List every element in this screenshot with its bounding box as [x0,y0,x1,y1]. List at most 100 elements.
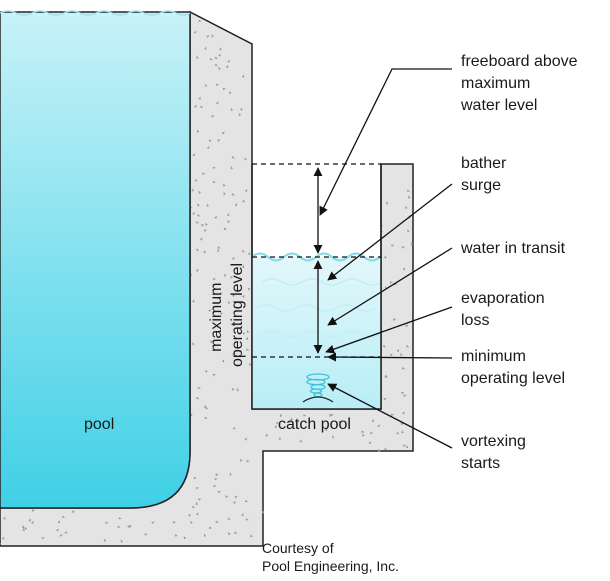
level-lines [252,163,381,358]
concrete-speckle [172,521,177,524]
concrete-speckle [151,521,155,525]
concrete-speckle [402,411,405,415]
concrete-speckle [330,413,334,417]
credit-text: Courtesy of Pool Engineering, Inc. [262,540,399,574]
concrete-speckle [245,336,249,340]
concrete-speckle [338,420,342,423]
concrete-speckle [242,199,245,203]
concrete-speckle [241,512,244,517]
concrete-speckle [403,394,407,397]
concrete-speckle [240,107,244,111]
concrete-speckle [202,172,206,175]
concrete-speckle [212,278,217,281]
concrete-speckle [196,396,200,400]
concrete-speckle [238,112,241,116]
concrete-speckle [216,248,220,252]
concrete-speckle [401,366,406,370]
concrete-speckle [361,433,365,437]
concrete-speckle [230,107,233,111]
concrete-speckle [197,387,201,390]
concrete-speckle [370,431,374,435]
concrete-speckle [227,532,231,536]
concrete-speckle [242,249,245,253]
concrete-speckle [205,406,208,410]
concrete-speckle [199,238,203,241]
concrete-speckle [209,340,213,344]
freeboard-label: freeboard above maximum water level [460,53,582,114]
concrete-speckle [230,323,234,326]
vortexing-leader [327,383,453,449]
concrete-speckle [195,248,200,251]
concrete-speckle [212,180,216,184]
concrete-speckle [401,246,406,249]
catch-pool-label: catch pool [278,416,351,433]
concrete-speckle [118,517,122,520]
concrete-speckle [189,520,193,524]
concrete-speckle [105,521,109,524]
concrete-speckle [229,472,232,476]
concrete-speckle [227,59,231,63]
water-in-transit-label: water in transit [460,240,566,257]
concrete-speckle [22,527,26,531]
concrete-speckle [183,536,187,540]
concrete-speckle [241,74,245,78]
concrete-speckle [217,246,221,249]
concrete-speckle [203,533,207,537]
concrete-speckle [212,484,217,488]
concrete-speckle [214,216,218,219]
pool-surface-ripple [0,10,191,16]
concrete-speckle [299,439,303,443]
concrete-speckle [402,444,406,448]
freeboard-leader [319,68,452,216]
concrete-speckle [203,404,207,408]
concrete-speckle [265,433,268,437]
evaporation-loss-label: evaporation loss [461,290,549,329]
concrete-speckle [41,537,45,540]
concrete-speckle [197,203,200,207]
concrete-speckle [383,397,387,401]
concrete-speckle [31,521,35,525]
concrete-speckle [234,495,238,499]
concrete-speckle [215,101,219,105]
concrete-speckle [211,34,214,38]
pool-water [0,11,191,509]
concrete-speckle [214,478,218,481]
concrete-speckle [195,268,199,272]
concrete-speckle [390,244,395,247]
concrete-speckle [389,281,393,284]
concrete-speckle [127,525,131,528]
concrete-speckle [261,510,265,514]
concrete-speckle [215,473,219,477]
concrete-speckle [204,83,207,87]
concrete-speckle [214,63,218,67]
concrete-speckle [205,369,208,373]
concrete-speckle [197,498,202,501]
concrete-speckle [195,487,199,490]
concrete-speckle [390,413,395,417]
concrete-speckle [407,189,411,192]
concrete-speckle [223,227,227,231]
concrete-speckle [245,518,249,521]
concrete-speckle [28,518,32,522]
concrete-speckle [1,536,5,540]
concrete-speckle [59,534,63,537]
concrete-speckle [303,414,307,417]
concrete-speckle [191,188,194,192]
concrete-speckle [246,348,250,351]
concrete-speckle [187,513,191,517]
concrete-speckle [231,294,236,298]
concrete-speckle [195,512,199,516]
concrete-speckle [193,30,197,34]
concrete-speckle [246,329,250,334]
concrete-speckle [198,96,201,100]
concrete-speckle [329,413,332,417]
concrete-speckle [242,264,245,268]
concrete-speckle [249,362,252,366]
concrete-speckle [232,500,236,504]
concrete-speckle [192,299,195,303]
catch-pool-outline [251,164,382,410]
concrete-speckle [230,275,233,279]
minimum-level-leader [327,352,453,362]
concrete-speckle [218,53,221,57]
